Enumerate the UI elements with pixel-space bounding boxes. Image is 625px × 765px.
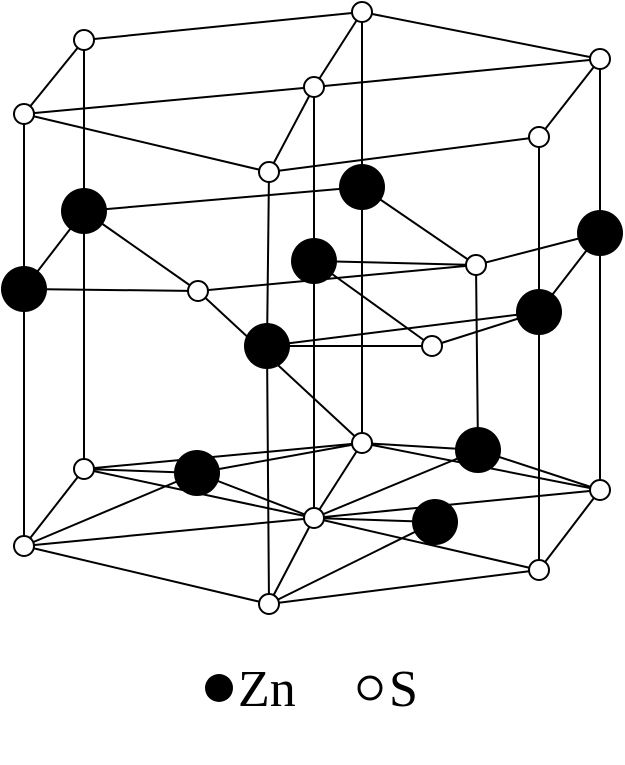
- zn-atom: [291, 238, 337, 284]
- bond-line: [268, 569, 540, 605]
- bond-line: [83, 186, 363, 212]
- bond-line: [313, 489, 601, 519]
- bond-line: [538, 489, 601, 571]
- legend-zn-marker: [205, 674, 233, 702]
- s-atom: [73, 458, 95, 480]
- bond-line: [361, 186, 477, 266]
- bond-line: [475, 264, 479, 451]
- bond-line: [313, 260, 477, 266]
- s-atom: [528, 559, 550, 581]
- legend-s-marker: [357, 675, 383, 701]
- bond-line: [313, 58, 601, 88]
- bond-line: [313, 449, 479, 519]
- s-atom: [528, 126, 550, 148]
- bond-line: [23, 39, 85, 115]
- bond-line: [268, 521, 436, 605]
- zn-atom: [577, 210, 623, 256]
- zn-atom: [455, 427, 501, 473]
- bond-line: [268, 86, 315, 173]
- bond-line: [361, 11, 601, 60]
- bond-line: [23, 113, 270, 173]
- s-atom: [187, 280, 209, 302]
- bond-line: [313, 260, 433, 347]
- atoms: [1, 1, 623, 615]
- bond-line: [23, 468, 85, 547]
- legend-s-label: S: [389, 661, 418, 718]
- s-atom: [421, 335, 443, 357]
- s-atom: [351, 432, 373, 454]
- zn-atom: [516, 289, 562, 335]
- bond-lines: [23, 11, 601, 605]
- bond-line: [313, 11, 363, 88]
- bond-line: [23, 472, 198, 547]
- bond-line: [196, 442, 363, 474]
- zn-atom: [339, 164, 385, 210]
- bond-line: [83, 442, 363, 470]
- s-atom: [465, 254, 487, 276]
- s-atom: [303, 507, 325, 529]
- bond-line: [23, 86, 315, 115]
- s-atom: [13, 103, 35, 125]
- bond-line: [313, 517, 540, 571]
- bond-line: [538, 58, 601, 138]
- s-atom: [13, 535, 35, 557]
- bond-line: [23, 545, 270, 605]
- s-atom: [351, 1, 373, 23]
- legend: Zn S: [205, 661, 418, 718]
- bond-line: [23, 517, 315, 547]
- bond-line: [23, 288, 199, 292]
- zn-atom: [1, 266, 47, 312]
- bond-line: [266, 311, 540, 347]
- zn-atom: [244, 323, 290, 369]
- bond-line: [266, 171, 270, 347]
- bond-line: [268, 136, 540, 173]
- bond-line: [83, 11, 363, 41]
- bond-line: [268, 517, 315, 605]
- s-atom: [303, 76, 325, 98]
- s-atom: [589, 48, 611, 70]
- bond-line: [313, 442, 363, 519]
- legend-zn-label: Zn: [238, 661, 296, 718]
- zn-atom: [61, 188, 107, 234]
- s-atom: [589, 479, 611, 501]
- bond-line: [83, 210, 199, 292]
- bond-line: [266, 345, 270, 605]
- s-atom: [73, 29, 95, 51]
- bond-line: [197, 290, 363, 444]
- s-atom: [258, 161, 280, 183]
- s-atom: [258, 593, 280, 615]
- zn-atom: [412, 499, 458, 545]
- zn-atom: [174, 450, 220, 496]
